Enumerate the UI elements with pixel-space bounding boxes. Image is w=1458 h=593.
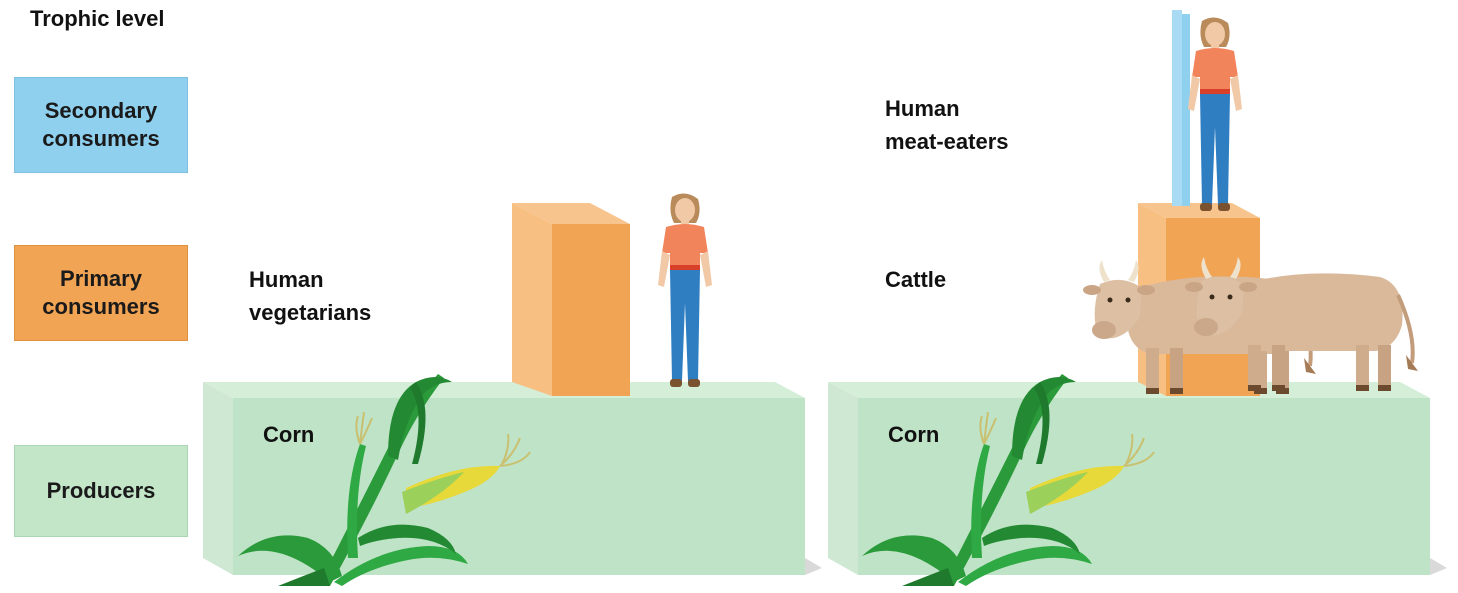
human-meat-eaters-line2: meat-eaters [885, 125, 1009, 158]
human-meat-eaters-line1: Human [885, 92, 1009, 125]
human-vegetarian-figure [658, 193, 712, 387]
right-corn-label: Corn [888, 418, 939, 451]
human-meat-eaters-label: Human meat-eaters [885, 92, 1009, 158]
human-vegetarians-label: Human vegetarians [249, 263, 371, 329]
right-secondary-consumer-block [1172, 10, 1190, 206]
cattle-label: Cattle [885, 263, 946, 296]
left-corn-label: Corn [263, 418, 314, 451]
human-vegetarians-line1: Human [249, 263, 371, 296]
human-meat-eater-figure [1188, 17, 1242, 211]
left-primary-consumer-block [512, 203, 630, 396]
human-vegetarians-line2: vegetarians [249, 296, 371, 329]
